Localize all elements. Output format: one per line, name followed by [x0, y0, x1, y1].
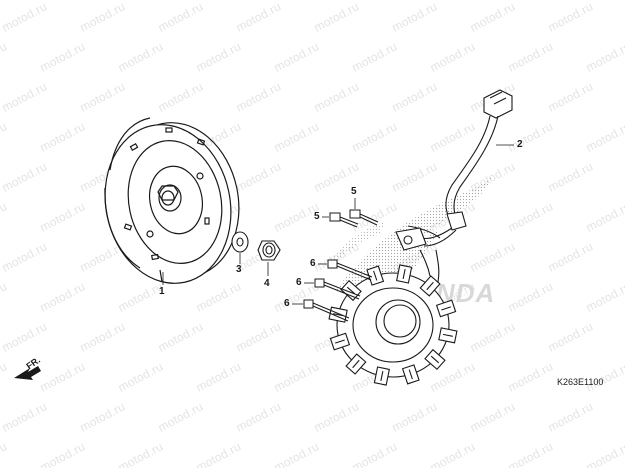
bolt-5-upper — [349, 209, 379, 226]
nut-part — [257, 240, 281, 261]
callout-6-b: 6 — [296, 277, 302, 288]
callout-6-a: 6 — [310, 258, 316, 269]
stator-coil-winding — [441, 306, 452, 311]
bolt-5-lower — [329, 212, 359, 228]
stator-coil-winding — [430, 355, 440, 364]
bolt-6-b — [314, 278, 361, 300]
callout-3: 3 — [236, 264, 242, 275]
stator-coil-winding — [408, 369, 413, 380]
callout-6-c: 6 — [284, 298, 290, 309]
bolt-6-c — [303, 299, 350, 322]
stator-coil-winding — [426, 281, 434, 291]
stator-coil-winding — [402, 268, 406, 279]
stator-part — [328, 264, 458, 386]
wire-harness-part — [395, 89, 513, 283]
stator-coil-winding — [346, 286, 356, 295]
callout-2: 2 — [517, 139, 523, 150]
stator-coil-winding — [380, 371, 384, 382]
bolt-6-a — [327, 259, 373, 281]
flywheel-part — [104, 117, 240, 284]
callout-5-upper: 5 — [351, 186, 357, 197]
stator-coil-winding — [442, 333, 453, 337]
stator-coil-winding — [352, 359, 360, 369]
callout-1: 1 — [159, 286, 165, 297]
stator-coil-winding — [334, 339, 345, 344]
callout-5-lower: 5 — [314, 211, 320, 222]
callout-4: 4 — [264, 278, 270, 289]
stator-coil-winding — [373, 270, 378, 281]
diagram-reference-code: K263E1100 — [557, 377, 604, 387]
front-direction-arrow — [14, 366, 41, 380]
washer-part — [231, 231, 249, 253]
